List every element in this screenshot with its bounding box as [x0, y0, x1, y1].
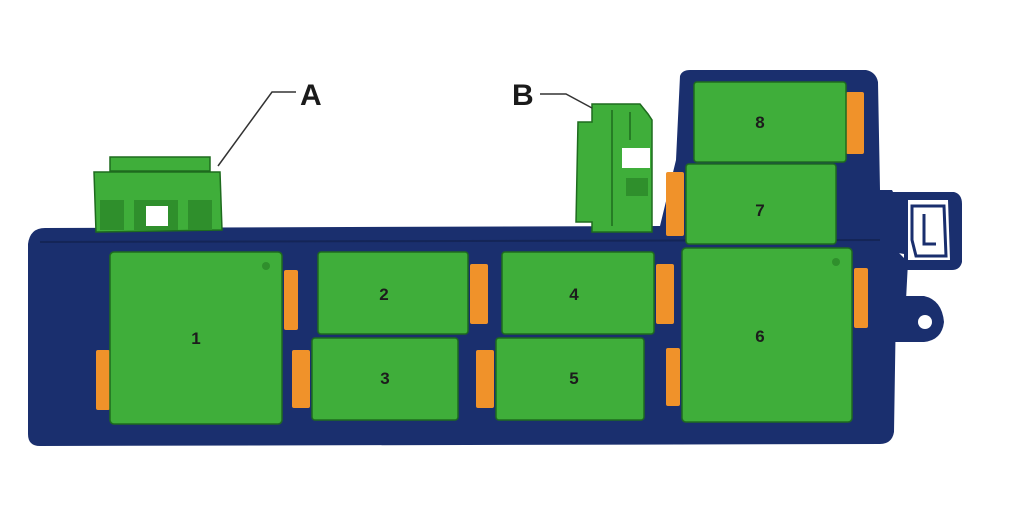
terminals	[96, 92, 868, 410]
relay-labels: 1 2 3 4 5 6 7 8	[191, 113, 764, 388]
connector-b	[575, 103, 653, 233]
relay-3	[311, 337, 459, 421]
connector-b-window	[622, 148, 650, 168]
leader-b	[540, 93, 593, 109]
relay-8	[693, 81, 847, 163]
relay-2-label: 2	[379, 285, 388, 304]
relay-4-label: 4	[569, 285, 579, 304]
terminal	[846, 92, 864, 154]
connector-a	[93, 156, 223, 233]
connector-a-foot-right	[188, 200, 212, 230]
mounting-hole	[918, 315, 932, 329]
relays	[109, 81, 853, 425]
bracket-clip	[910, 204, 948, 258]
relay-8-label: 8	[755, 113, 764, 132]
relay-3-label: 3	[380, 369, 389, 388]
relay-6-label: 6	[755, 327, 764, 346]
terminal	[476, 350, 494, 408]
connector-b-body	[575, 103, 653, 233]
callout-a-label: A	[300, 79, 322, 112]
terminal	[854, 268, 868, 328]
connector-a-slot	[146, 206, 168, 226]
connector-a-foot-left	[100, 200, 124, 230]
bracket-clip-inner	[922, 214, 936, 246]
bracket-window	[908, 200, 950, 260]
relay-5	[495, 337, 645, 421]
terminal	[666, 172, 684, 236]
relay-7-label: 7	[755, 201, 764, 220]
relay-6	[681, 247, 853, 423]
terminal	[96, 350, 110, 410]
relay-5-label: 5	[569, 369, 578, 388]
terminal	[284, 270, 298, 330]
terminal	[656, 264, 674, 324]
relay-1	[109, 251, 283, 425]
relay-1-notch	[262, 262, 270, 270]
relay-6-notch	[832, 258, 840, 266]
relay-2	[317, 251, 469, 335]
callout-leaders	[217, 91, 593, 167]
callout-b-label: B	[512, 79, 534, 112]
terminal	[292, 350, 310, 408]
terminal	[666, 348, 680, 406]
relay-7	[685, 163, 837, 245]
leader-a	[217, 91, 296, 167]
relay-4	[501, 251, 655, 335]
relay-1-label: 1	[191, 329, 200, 348]
connector-b-latch	[626, 178, 648, 196]
connector-a-top	[109, 156, 211, 172]
terminal	[470, 264, 488, 324]
